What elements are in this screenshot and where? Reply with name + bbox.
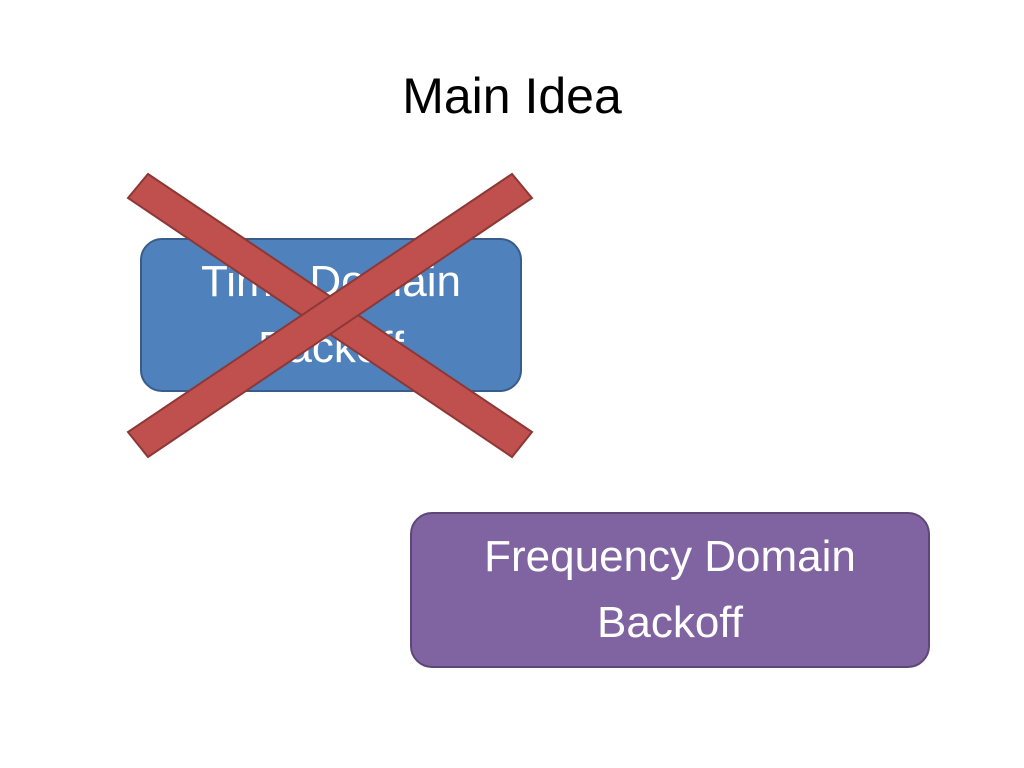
time-domain-label-line1: Time Domain [201, 257, 461, 306]
slide-title: Main Idea [402, 68, 622, 124]
frequency-domain-backoff-box: Frequency Domain Backoff [410, 512, 930, 668]
time-domain-backoff-box: Time Domain Backoff [140, 238, 522, 392]
frequency-domain-label-line2: Backoff [597, 598, 743, 647]
frequency-domain-label-line1: Frequency Domain [484, 532, 856, 581]
time-domain-label-line2: Backoff [258, 323, 404, 372]
